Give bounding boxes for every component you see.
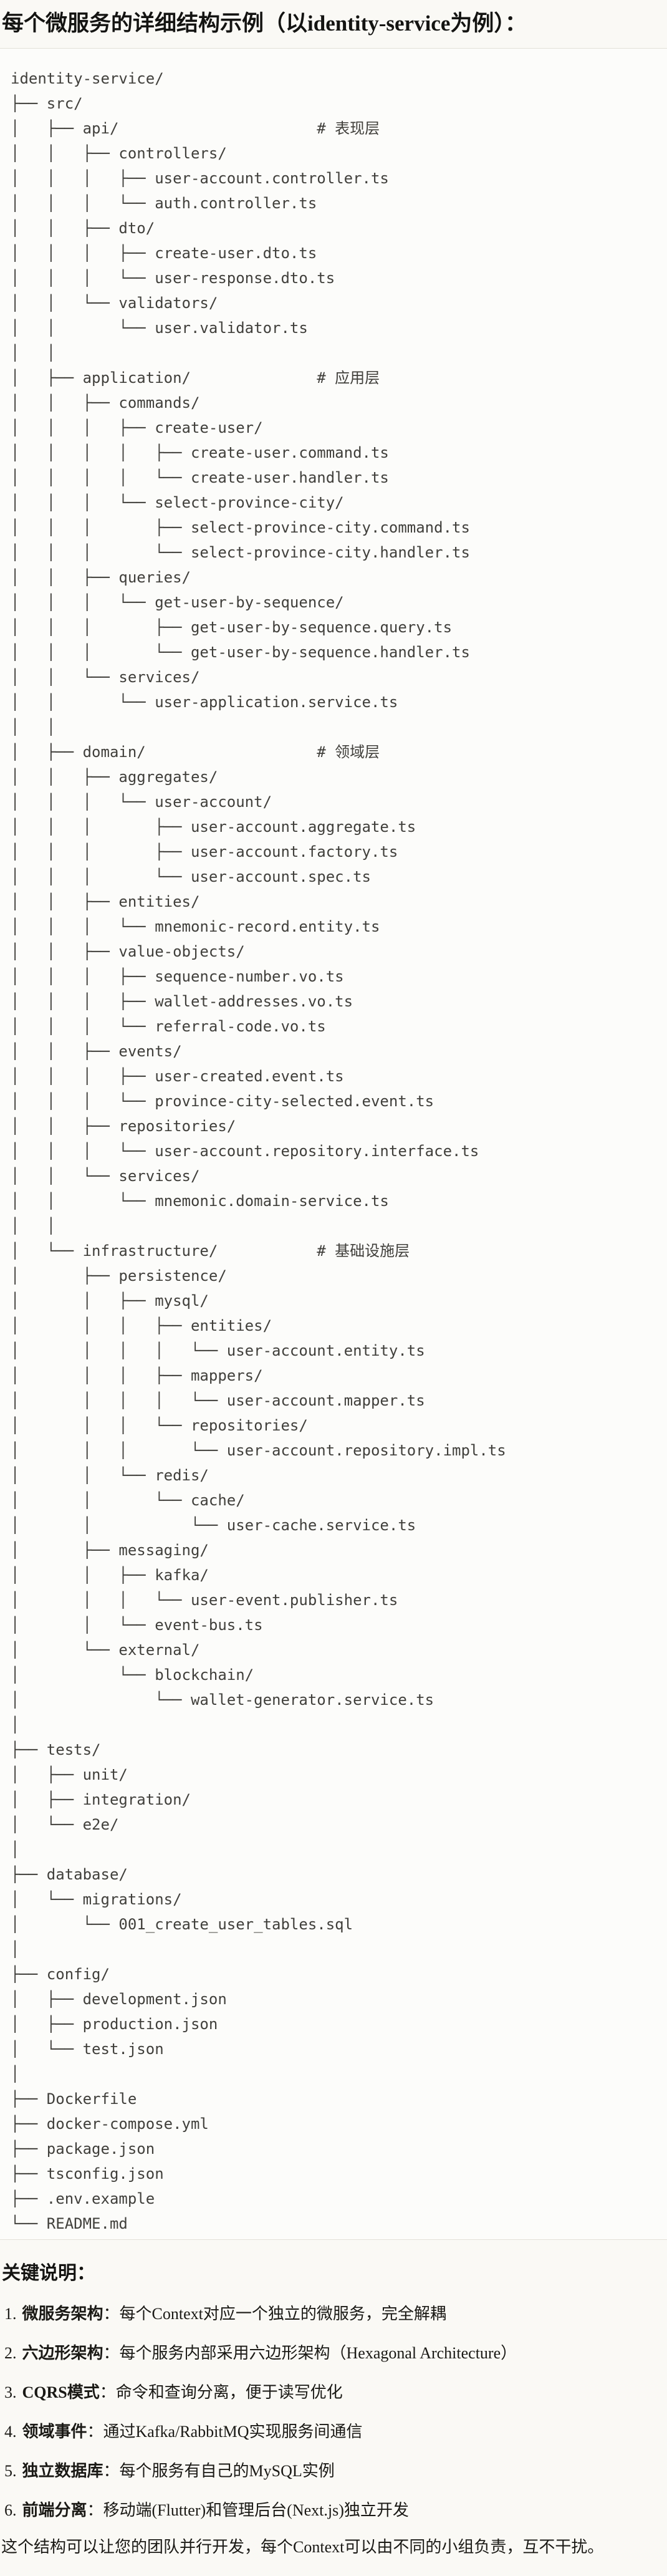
note-number: 2. (4, 2344, 17, 2362)
file-tree: identity-service/ ├── src/ │ ├── api/ # … (11, 70, 506, 2232)
note-item: 1. 微服务架构：每个Context对应一个独立的微服务，完全解耦 (4, 2285, 667, 2325)
note-number: 4. (4, 2423, 17, 2441)
code-block: identity-service/ ├── src/ │ ├── api/ # … (0, 48, 667, 2240)
note-item: 2. 六边形架构：每个服务内部采用六边形架构（Hexagonal Architec… (4, 2325, 667, 2364)
note-item: 6. 前端分离：移动端(Flutter)和管理后台(Next.js)独立开发 (4, 2482, 667, 2521)
note-term: 领域事件 (22, 2423, 87, 2441)
note-text: ：每个Context对应一个独立的微服务，完全解耦 (103, 2305, 446, 2323)
note-text: ：每个服务内部采用六边形架构（Hexagonal Architecture） (103, 2344, 517, 2362)
key-notes-heading: 关键说明： (2, 2263, 95, 2284)
note-number: 5. (4, 2462, 17, 2480)
note-item: 4. 领域事件：通过Kafka/RabbitMQ实现服务间通信 (4, 2403, 667, 2443)
note-text: ：每个服务有自己的MySQL实例 (103, 2462, 335, 2480)
note-text: ：移动端(Flutter)和管理后台(Next.js)独立开发 (87, 2501, 409, 2519)
note-number: 1. (4, 2305, 17, 2323)
note-term: 前端分离 (22, 2501, 87, 2519)
note-term: 独立数据库 (22, 2462, 103, 2480)
page-title: 每个微服务的详细结构示例（以identity-service为例）： (2, 11, 527, 36)
note-term: 微服务架构 (22, 2305, 103, 2323)
note-number: 6. (4, 2501, 17, 2519)
note-item: 5. 独立数据库：每个服务有自己的MySQL实例 (4, 2443, 667, 2482)
note-term: CQRS模式 (22, 2383, 100, 2401)
note-text: ：通过Kafka/RabbitMQ实现服务间通信 (87, 2423, 363, 2441)
closing-paragraph: 这个结构可以让您的团队并行开发，每个Context可以由不同的小组负责，互不干扰… (1, 2538, 604, 2556)
key-notes-list: 1. 微服务架构：每个Context对应一个独立的微服务，完全解耦 2. 六边形架构… (0, 2285, 667, 2521)
note-item: 3. CQRS模式：命令和查询分离，便于读写优化 (4, 2364, 667, 2403)
note-text: ：命令和查询分离，便于读写优化 (99, 2383, 343, 2401)
note-term: 六边形架构 (22, 2344, 103, 2362)
note-number: 3. (4, 2383, 17, 2401)
